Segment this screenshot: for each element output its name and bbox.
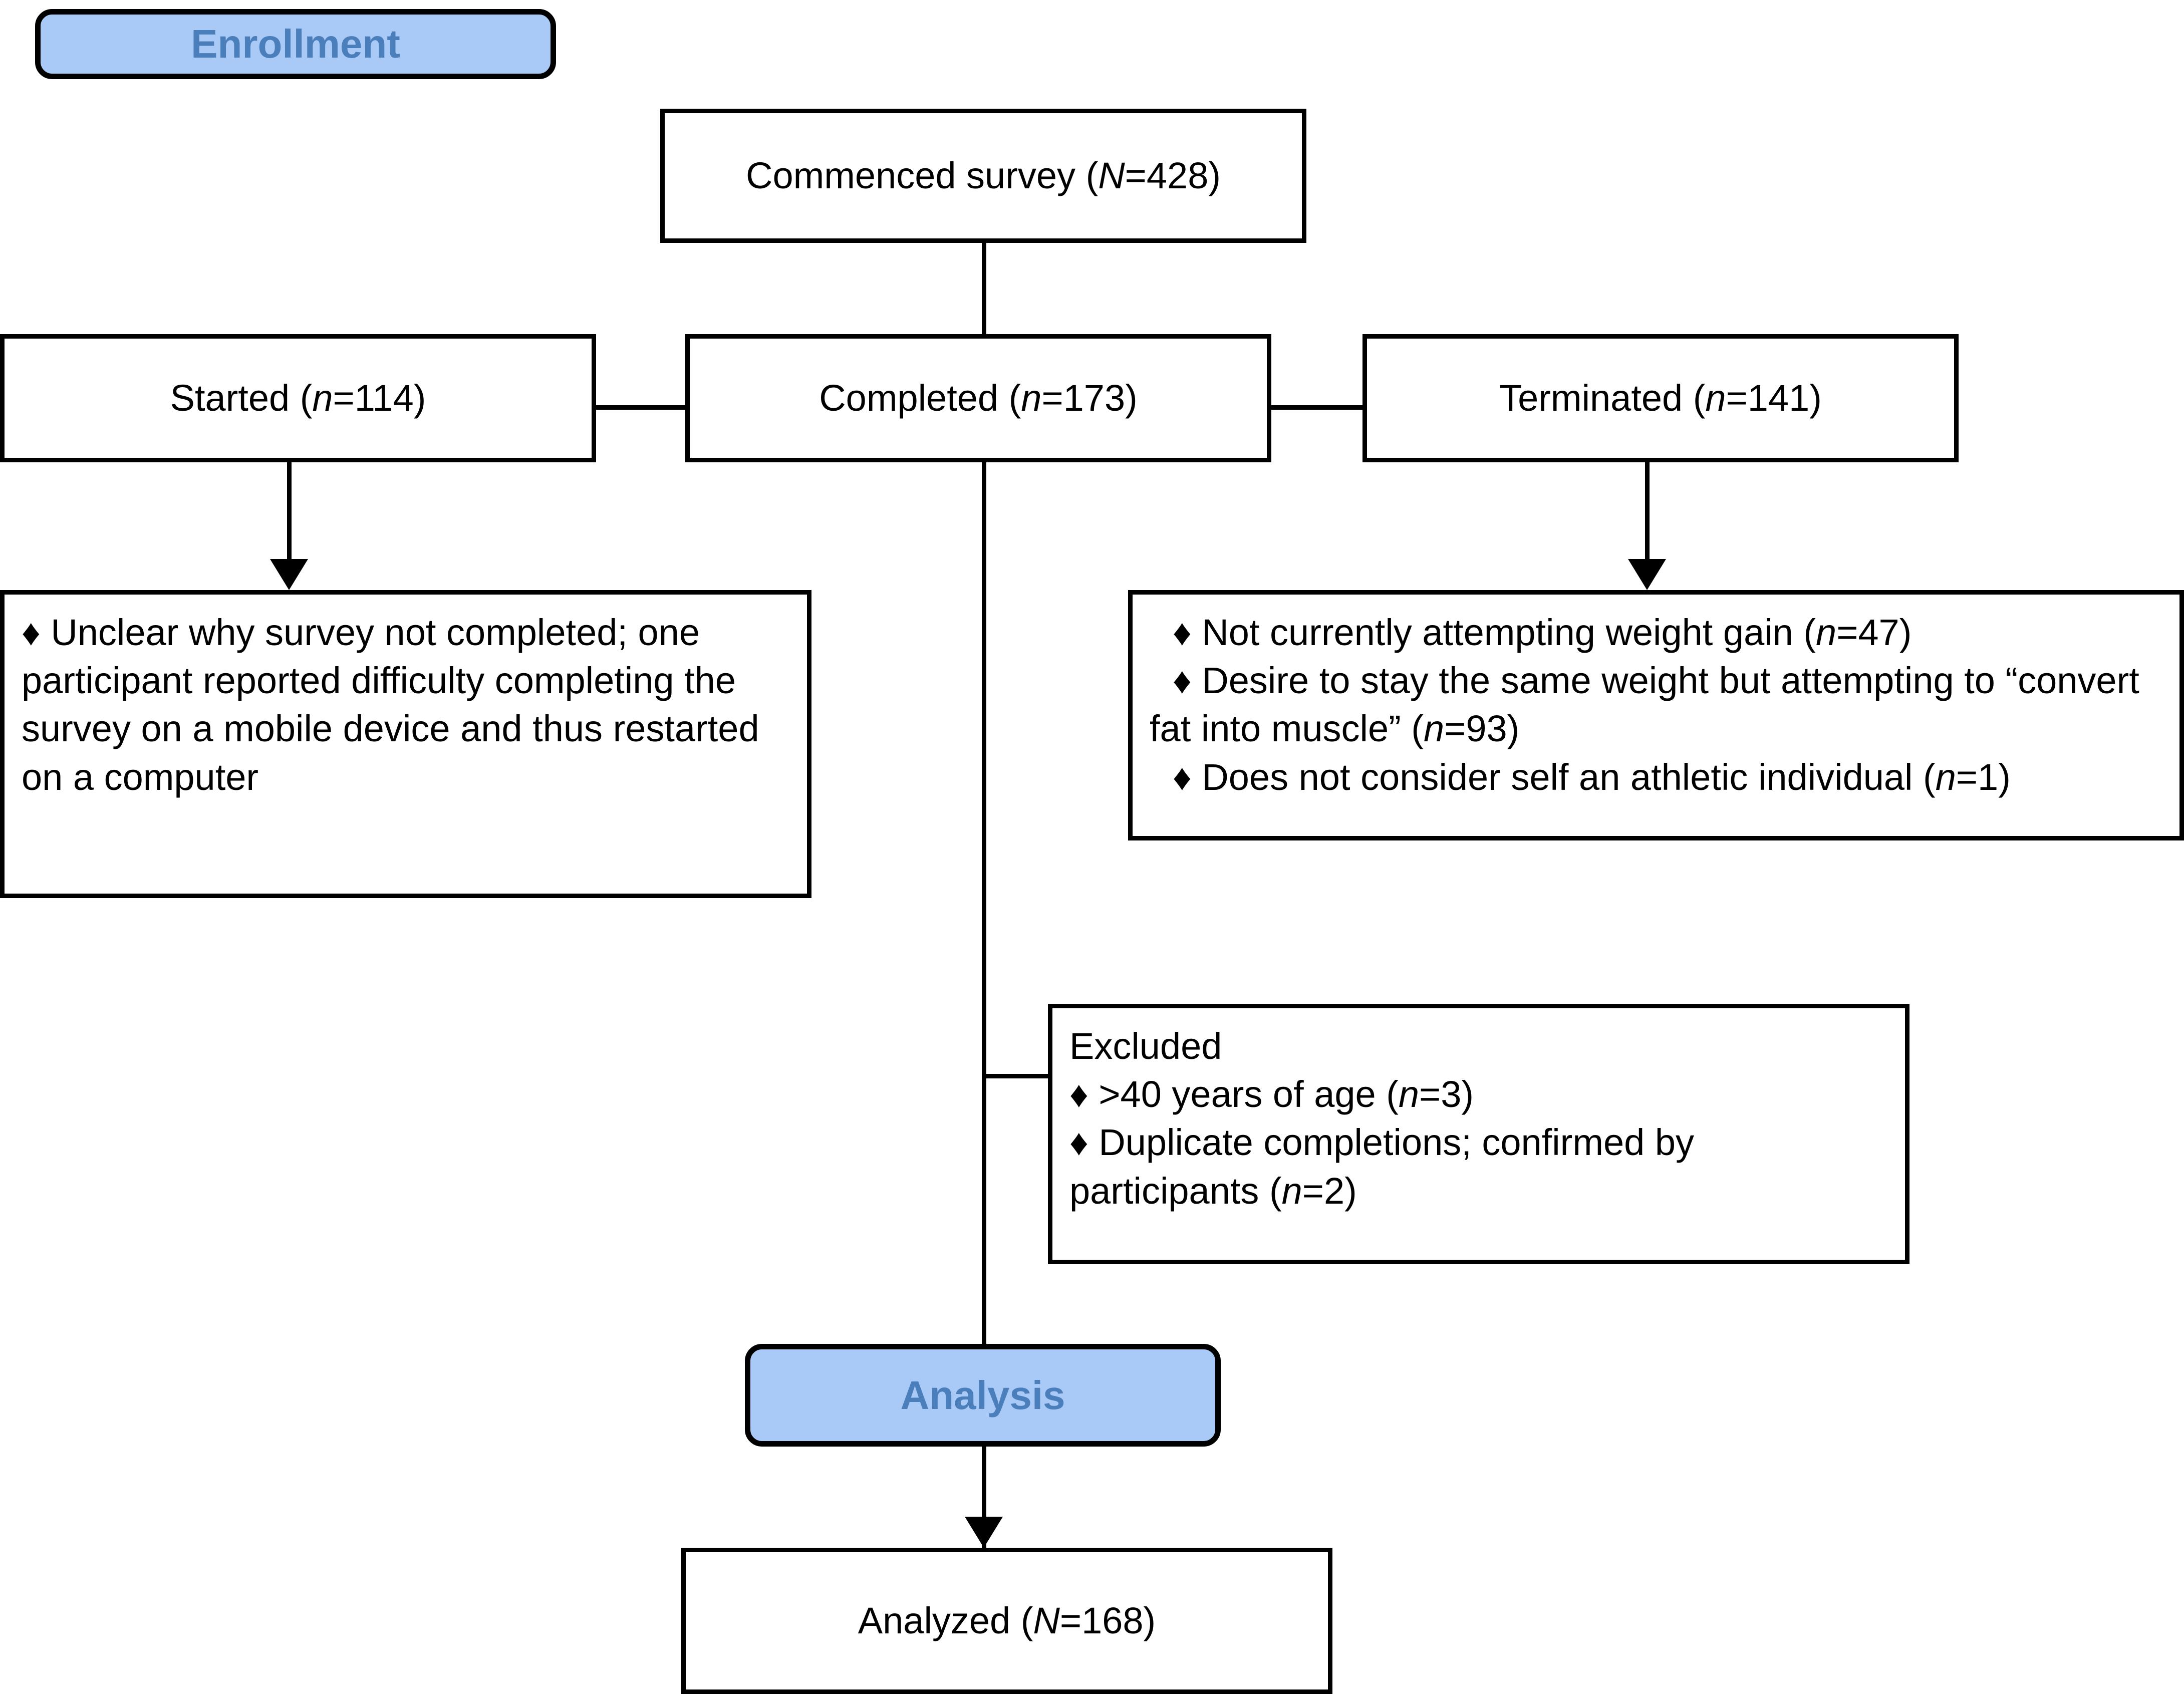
node-commenced-survey-label: Commenced survey (N=428) <box>746 154 1221 197</box>
completed-prefix: Completed ( <box>819 377 1021 419</box>
completed-symbol: n <box>1021 377 1042 419</box>
bullet-icon: ♦ <box>1173 660 1192 702</box>
node-completed-label: Completed (n=173) <box>819 376 1138 420</box>
terminated-reason-1-prefix: Desire to stay the same weight but attem… <box>1150 660 2139 750</box>
excluded-item-0-suffix: =3) <box>1419 1073 1474 1115</box>
bullet-icon: ♦ <box>1069 1073 1088 1115</box>
terminated-reason-2-suffix: =1) <box>1956 756 2011 798</box>
node-started-label: Started (n=114) <box>170 376 426 420</box>
stage-badge-analysis-label: Analysis <box>900 1372 1065 1418</box>
excluded-item-1-suffix: =2) <box>1302 1170 1357 1212</box>
terminated-suffix: =141) <box>1726 377 1822 419</box>
node-started-reasons-label: ♦ Unclear why survey not completed; one … <box>22 609 790 801</box>
terminated-reason-1-symbol: n <box>1423 708 1445 750</box>
analyzed-suffix: =168) <box>1059 1600 1156 1642</box>
node-excluded: Excluded ♦ >40 years of age (n=3) ♦ Dupl… <box>1048 1004 1909 1264</box>
excluded-row-1: ♦ Duplicate completions; confirmed by pa… <box>1069 1118 1888 1215</box>
stage-badge-analysis: Analysis <box>745 1344 1221 1447</box>
analyzed-prefix: Analyzed ( <box>858 1600 1033 1642</box>
started-suffix: =114) <box>333 377 426 419</box>
arrowhead-terminated-to-reasons <box>1628 559 1666 590</box>
started-prefix: Started ( <box>170 377 313 419</box>
connector-started-to-completed <box>594 405 688 410</box>
commenced-prefix: Commenced survey ( <box>746 155 1099 197</box>
node-terminated-reasons: ♦ Not currently attempting weight gain (… <box>1128 590 2184 840</box>
excluded-item-0-prefix: >40 years of age ( <box>1099 1073 1399 1115</box>
bullet-icon: ♦ <box>1173 756 1192 798</box>
excluded-item-0-symbol: n <box>1398 1073 1420 1115</box>
commenced-symbol: N <box>1098 155 1125 197</box>
excluded-item-1-symbol: n <box>1281 1170 1302 1212</box>
arrowhead-started-to-reasons <box>270 559 308 590</box>
node-analyzed: Analyzed (N=168) <box>681 1548 1332 1694</box>
node-analyzed-label: Analyzed (N=168) <box>858 1599 1156 1642</box>
started-symbol: n <box>312 377 333 419</box>
excluded-heading: Excluded <box>1069 1025 1222 1067</box>
terminated-reason-2-prefix: Does not consider self an athletic indiv… <box>1202 756 1936 798</box>
terminated-symbol: n <box>1705 377 1726 419</box>
node-commenced-survey: Commenced survey (N=428) <box>660 109 1306 243</box>
bullet-icon: ♦ <box>1173 612 1192 653</box>
bullet-icon: ♦ <box>1069 1121 1088 1164</box>
terminated-reason-0-symbol: n <box>1816 612 1837 653</box>
terminated-reason-1-suffix: =93) <box>1444 708 1520 750</box>
connector-completed-to-terminated <box>1268 405 1364 410</box>
excluded-row-0: ♦ >40 years of age (n=3) <box>1069 1070 1888 1118</box>
completed-suffix: =173) <box>1041 377 1138 419</box>
bullet-icon: ♦ <box>22 612 41 653</box>
node-completed: Completed (n=173) <box>685 334 1271 462</box>
excluded-item-1-prefix: Duplicate completions; confirmed by part… <box>1069 1121 1694 1212</box>
connector-started-to-reasons <box>287 462 292 562</box>
terminated-reason-row-1: ♦ Desire to stay the same weight but att… <box>1150 657 2162 753</box>
node-started: Started (n=114) <box>0 334 596 462</box>
terminated-reason-row-0: ♦ Not currently attempting weight gain (… <box>1150 609 2162 657</box>
analyzed-symbol: N <box>1033 1600 1060 1642</box>
node-started-reasons: ♦ Unclear why survey not completed; one … <box>0 590 811 898</box>
terminated-reason-2-symbol: n <box>1935 756 1956 798</box>
stage-badge-enrollment-label: Enrollment <box>191 22 400 66</box>
commenced-suffix: =428) <box>1125 155 1221 197</box>
connector-terminated-to-reasons <box>1645 462 1650 562</box>
node-terminated-label: Terminated (n=141) <box>1499 376 1822 420</box>
node-terminated: Terminated (n=141) <box>1362 334 1959 462</box>
connector-main-spine <box>982 461 986 1578</box>
connector-spine-to-excluded <box>982 1074 1052 1078</box>
arrowhead-to-analyzed <box>965 1517 1003 1548</box>
terminated-prefix: Terminated ( <box>1499 377 1706 419</box>
terminated-reason-0-suffix: =47) <box>1836 612 1912 653</box>
terminated-reason-row-2: ♦ Does not consider self an athletic ind… <box>1150 753 2162 801</box>
terminated-reason-0-prefix: Not currently attempting weight gain ( <box>1202 612 1816 653</box>
stage-badge-enrollment: Enrollment <box>35 9 556 79</box>
started-reason-item-0: Unclear why survey not completed; one pa… <box>22 612 759 798</box>
connector-commenced-to-completed <box>982 243 986 334</box>
